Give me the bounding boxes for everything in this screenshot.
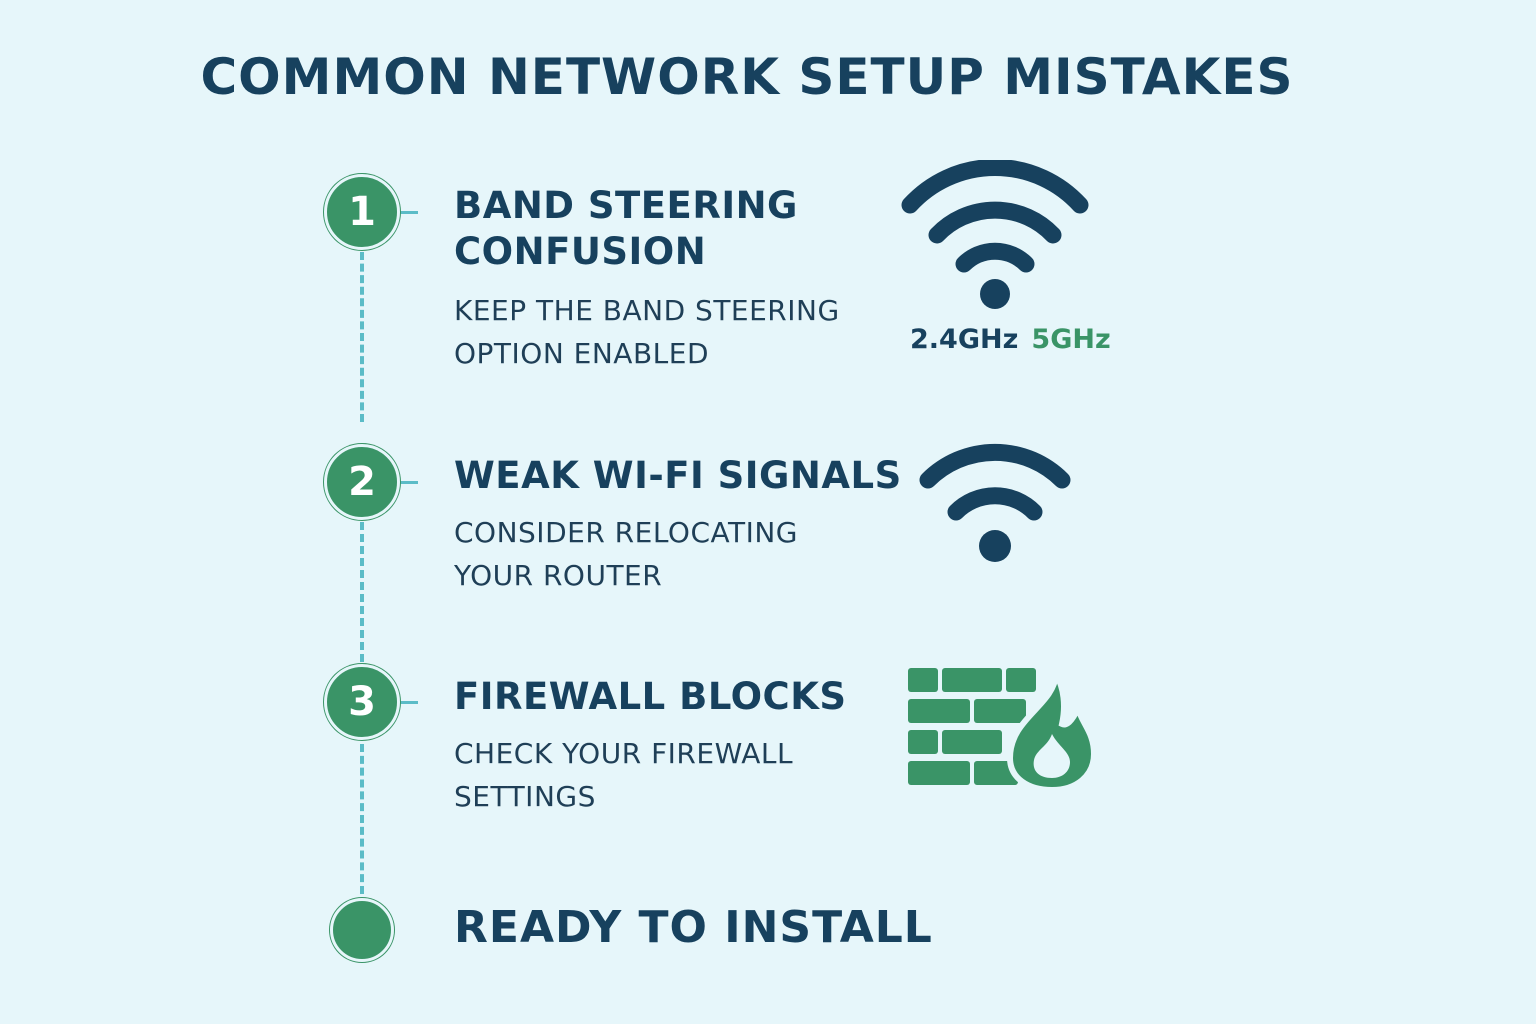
timeline-connector (360, 744, 364, 894)
step-heading: FIREWALL BLOCKS (454, 675, 847, 718)
page-title: COMMON NETWORK SETUP MISTAKES (200, 48, 1294, 106)
timeline-tick (398, 701, 418, 704)
step-description: OPTION ENABLED (454, 337, 710, 370)
step-description: KEEP THE BAND STEERING (454, 294, 840, 327)
step-description: CHECK YOUR FIREWALL (454, 737, 794, 770)
timeline-connector (360, 252, 364, 422)
step-number-badge: 1 (324, 174, 400, 250)
step-3-text: FIREWALL BLOCKS CHECK YOUR FIREWALL SETT… (454, 674, 847, 818)
wifi-icon (901, 160, 1089, 309)
final-step-label: READY TO INSTALL (454, 902, 933, 953)
step-heading: BAND STEERING (454, 184, 798, 227)
step-description: CONSIDER RELOCATING (454, 516, 798, 549)
step-2-text: WEAK WI-FI SIGNALS CONSIDER RELOCATING Y… (454, 453, 902, 597)
timeline-connector (360, 522, 364, 662)
step-1-text: BAND STEERING CONFUSION KEEP THE BAND ST… (454, 183, 840, 375)
step-description: SETTINGS (454, 780, 596, 813)
timeline-tick (398, 211, 418, 214)
final-step-dot (330, 898, 394, 962)
band-labels: 2.4GHz 5GHz (910, 324, 1111, 355)
band-label-2g: 2.4GHz (910, 324, 1019, 355)
timeline-tick (398, 481, 418, 484)
step-number-badge: 2 (324, 444, 400, 520)
step-number-badge: 3 (324, 664, 400, 740)
step-description: YOUR ROUTER (454, 559, 663, 592)
step-heading: CONFUSION (454, 230, 707, 273)
step-heading: WEAK WI-FI SIGNALS (454, 454, 902, 497)
firewall-icon (908, 666, 1098, 792)
wifi-weak-icon (919, 443, 1071, 562)
band-label-5g: 5GHz (1031, 324, 1111, 355)
